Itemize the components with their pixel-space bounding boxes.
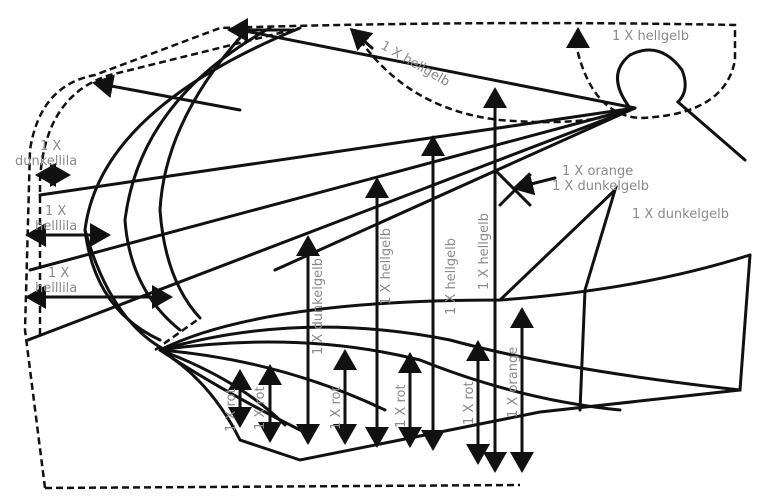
- label-rot-5: 1 X rot: [462, 381, 477, 425]
- neck-left: [83, 228, 167, 352]
- outer-dashed-outline: [23, 21, 737, 489]
- label-helllila-a2: helllila: [35, 219, 77, 234]
- horizontal-arrows: [25, 18, 590, 309]
- bottom-dashed: [44, 483, 521, 490]
- label-helllila-a1: 1 X: [45, 204, 66, 219]
- label-helllila-b2: helllila: [35, 281, 77, 296]
- radiating-lines: [26, 28, 637, 342]
- label-vert-dunkelgelb: 1 X dunkelgelb: [311, 258, 326, 355]
- inner-dashed-outline: [38, 26, 301, 335]
- label-diag-hellgelb: 1 X hellgelb: [378, 38, 452, 90]
- label-rot-1: 1 X rot: [224, 388, 239, 432]
- flow-3: [158, 348, 387, 412]
- flow-1: [158, 325, 742, 392]
- arc-1: [83, 26, 302, 342]
- lower-right-line: [498, 184, 619, 412]
- label-rot-3: 1 X rot: [329, 386, 344, 430]
- head-outline: [616, 48, 747, 162]
- label-rot-4: 1 X rot: [394, 384, 409, 428]
- label-vert-hellgelb-2: 1 X hellgelb: [444, 238, 459, 315]
- label-dunkellila-1: 1 X: [40, 139, 61, 154]
- neck-dashed: [154, 316, 201, 352]
- vertical-arrows: [228, 87, 534, 473]
- label-vert-orange: 1 X orange: [506, 347, 521, 418]
- arc-3: [158, 30, 247, 320]
- label-dunkelgelb-small: 1 X dunkelgelb: [552, 179, 649, 194]
- label-vert-hellgelb-1: 1 X hellgelb: [379, 228, 394, 305]
- bow: [493, 168, 532, 207]
- label-top-hellgelb: 1 X hellgelb: [612, 29, 689, 44]
- label-vert-hellgelb-3: 1 X hellgelb: [477, 213, 492, 290]
- label-dunkelgelb-right: 1 X dunkelgelb: [632, 207, 729, 222]
- label-orange-top: 1 X orange: [562, 164, 633, 179]
- label-dunkellila-2: dunkellila: [15, 154, 77, 169]
- label-rot-2: 1 X rot: [253, 386, 268, 430]
- label-helllila-b1: 1 X: [48, 266, 69, 281]
